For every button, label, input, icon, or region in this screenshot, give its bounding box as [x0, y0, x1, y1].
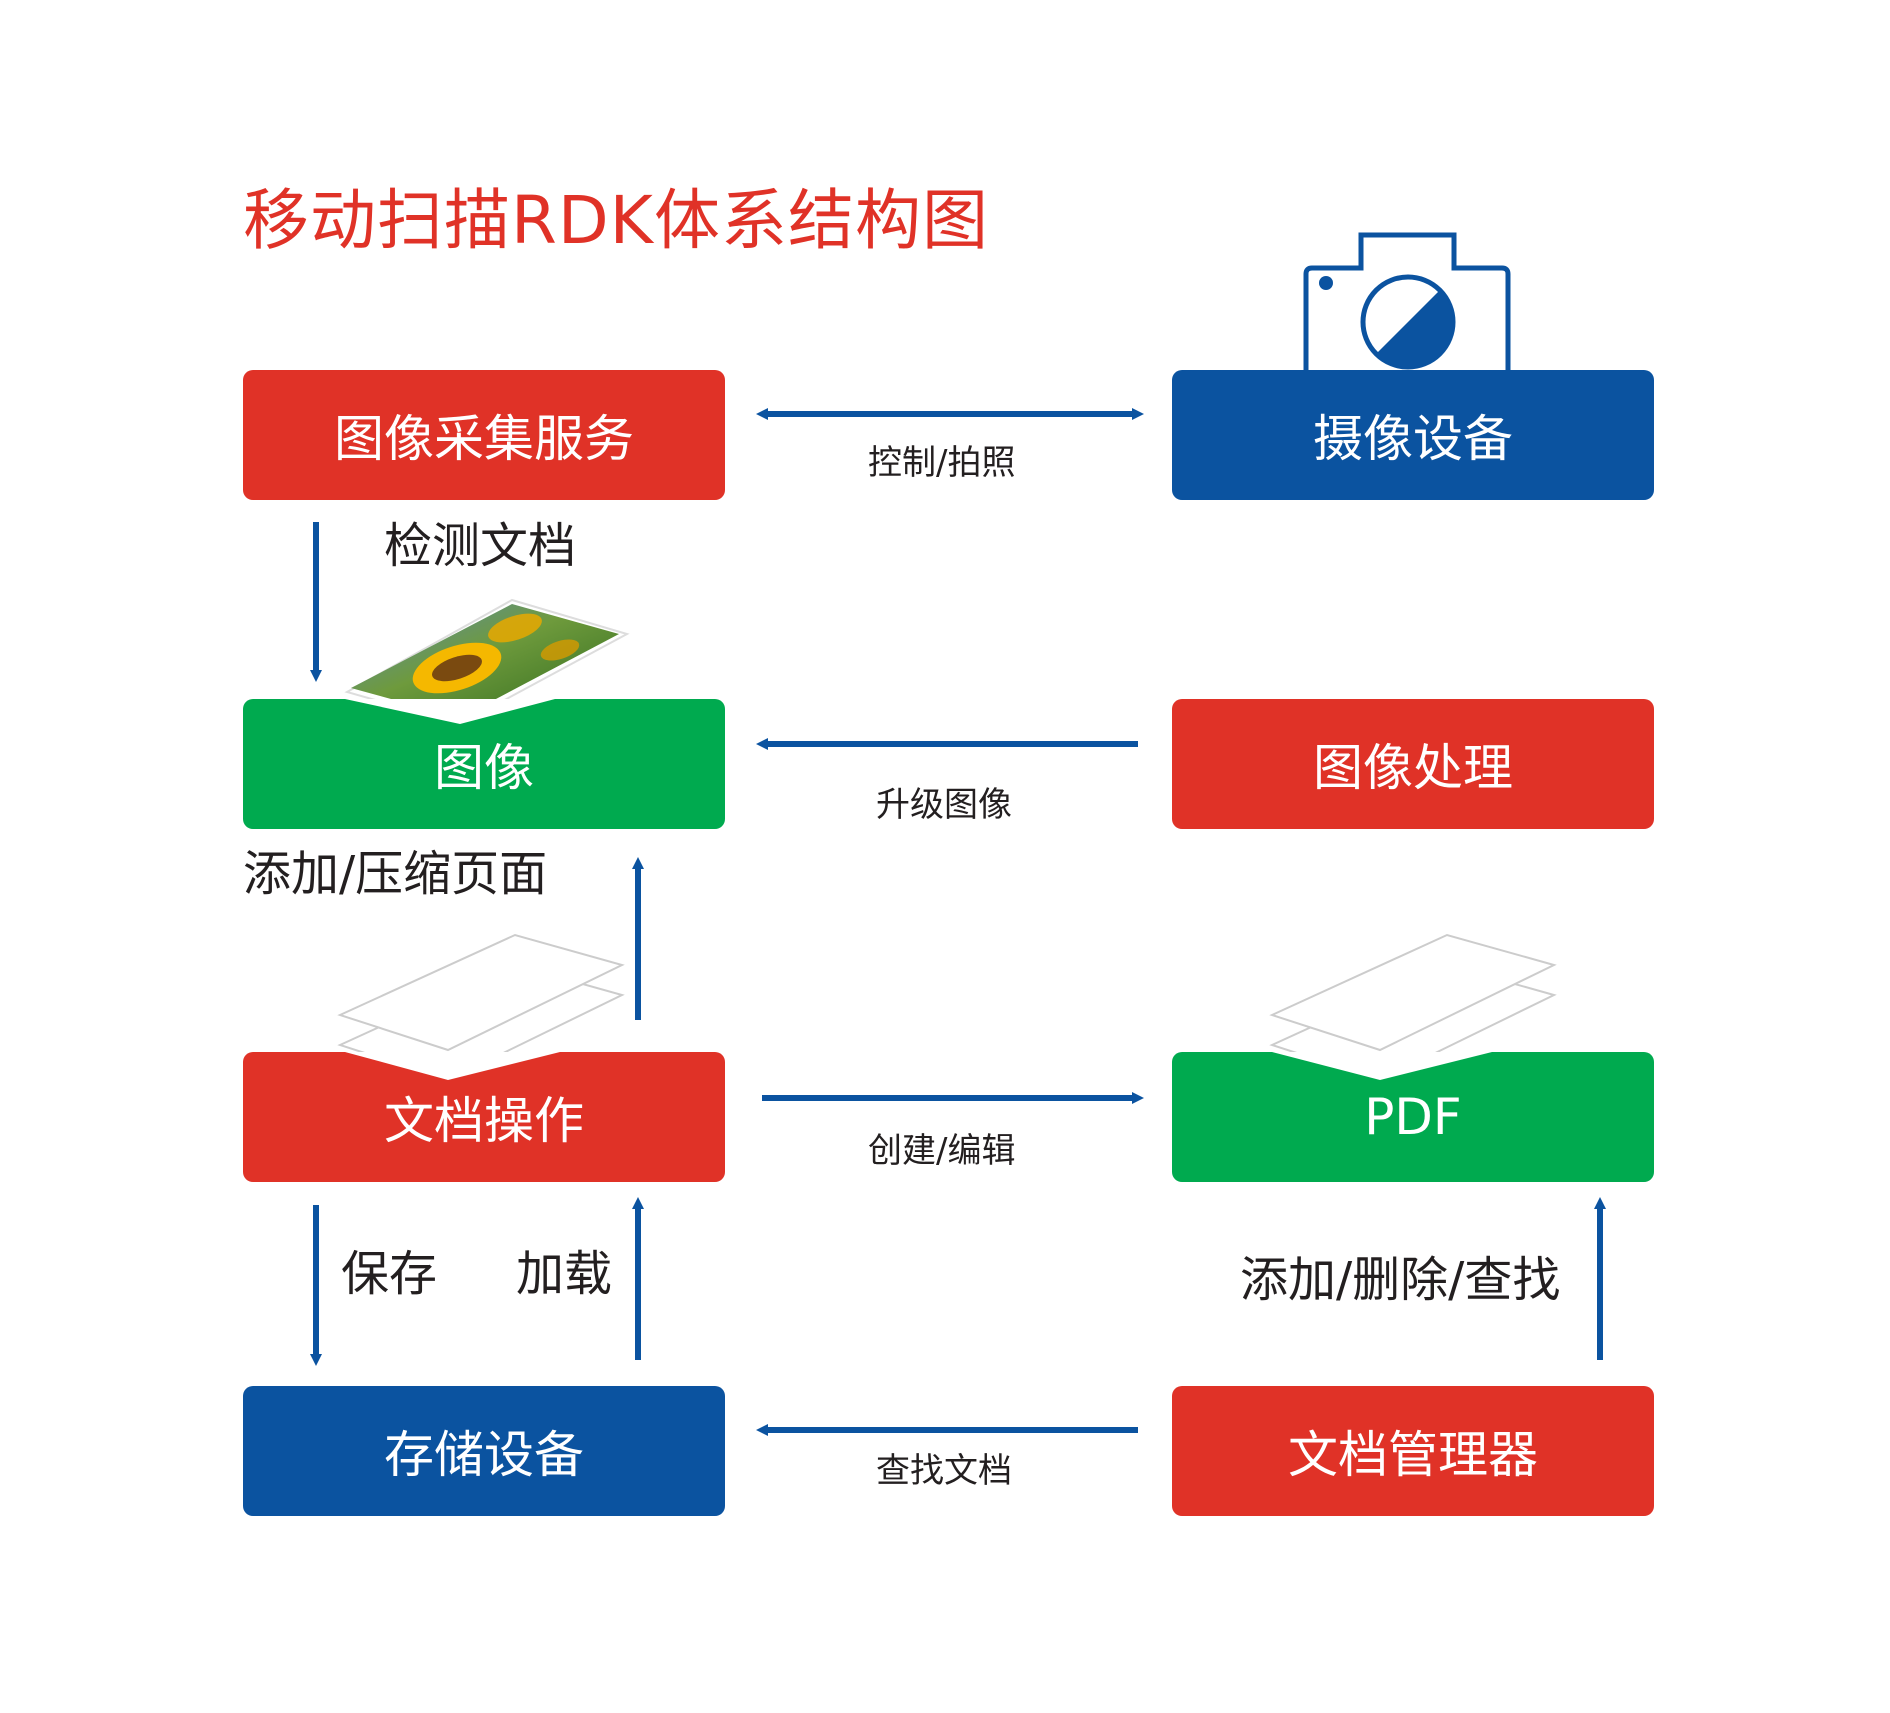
sunflower-photo-icon	[344, 598, 630, 726]
box-doc-operation: 文档操作	[243, 1052, 725, 1182]
label-upgrade-image: 升级图像	[876, 785, 1012, 825]
label-save: 保存	[341, 1246, 438, 1302]
box-image-processing: 图像处理	[1172, 699, 1654, 829]
box-label: PDF	[1364, 1088, 1462, 1146]
box-doc-manager: 文档管理器	[1172, 1386, 1654, 1516]
label-find-doc: 查找文档	[876, 1451, 1012, 1491]
box-pdf: PDF	[1172, 1052, 1654, 1182]
box-label: 存储设备	[384, 1426, 584, 1484]
label-detect-doc: 检测文档	[384, 518, 577, 574]
label-add-compress-page: 添加/压缩页面	[243, 846, 548, 902]
label-create-edit: 创建/编辑	[868, 1131, 1016, 1171]
label-load: 加载	[516, 1246, 613, 1302]
box-capture-service: 图像采集服务	[243, 370, 725, 500]
box-image: 图像	[243, 699, 725, 829]
stacked-pages-icon	[337, 933, 625, 1082]
label-add-delete-find: 添加/删除/查找	[1240, 1252, 1561, 1308]
box-label: 图像处理	[1313, 739, 1513, 797]
stacked-pages-icon	[1269, 933, 1557, 1082]
box-storage-device: 存储设备	[243, 1386, 725, 1516]
box-label: 文档管理器	[1288, 1426, 1538, 1484]
box-camera-device: 摄像设备	[1172, 370, 1654, 500]
box-label: 图像	[434, 739, 534, 797]
diagram-title: 移动扫描RDK体系结构图	[243, 182, 989, 259]
box-label: 文档操作	[384, 1092, 584, 1150]
box-label: 图像采集服务	[334, 410, 634, 468]
label-control-photo: 控制/拍照	[868, 443, 1016, 483]
box-label: 摄像设备	[1313, 410, 1513, 468]
